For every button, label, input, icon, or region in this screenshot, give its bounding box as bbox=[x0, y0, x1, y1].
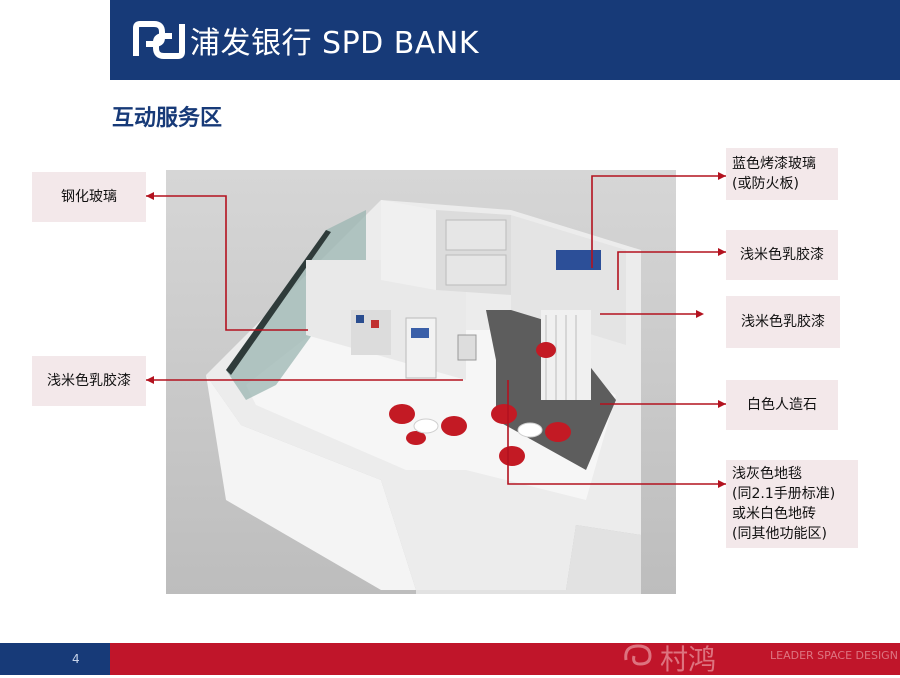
spd-bank-logo-icon bbox=[133, 21, 185, 59]
label-beige-latex-right-1: 浅米色乳胶漆 bbox=[726, 230, 838, 280]
label-text: 浅米色乳胶漆 bbox=[740, 247, 824, 263]
footer-watermark: 村鸿 LEADER SPACE DESIGN bbox=[620, 636, 898, 676]
label-text: (同2.1手册标准) bbox=[732, 486, 836, 502]
label-blue-glass: 蓝色烤漆玻璃 (或防火板) bbox=[726, 148, 838, 200]
label-text: 钢化玻璃 bbox=[61, 189, 117, 205]
label-text: 浅米色乳胶漆 bbox=[47, 373, 131, 389]
interior-rendering bbox=[166, 170, 676, 594]
page-title: 互动服务区 bbox=[112, 106, 223, 131]
page-number: 4 bbox=[0, 643, 110, 675]
label-beige-latex-left: 浅米色乳胶漆 bbox=[32, 356, 146, 406]
label-tempered-glass: 钢化玻璃 bbox=[32, 172, 146, 222]
footer-band bbox=[110, 643, 900, 675]
brand-name: 浦发银行 SPD BANK bbox=[190, 26, 480, 61]
watermark-brand-cn: 村鸿 bbox=[660, 643, 717, 676]
header-band: 浦发银行 SPD BANK bbox=[110, 0, 900, 80]
label-text: 蓝色烤漆玻璃 bbox=[732, 156, 816, 172]
label-text: 白色人造石 bbox=[747, 397, 817, 413]
label-text: (同其他功能区) bbox=[732, 526, 827, 542]
label-text: 浅米色乳胶漆 bbox=[741, 314, 825, 330]
label-white-stone: 白色人造石 bbox=[726, 380, 838, 430]
label-text: 浅灰色地毯 bbox=[732, 466, 802, 482]
label-beige-latex-right-2: 浅米色乳胶漆 bbox=[726, 296, 840, 348]
watermark-brand-en: LEADER SPACE DESIGN bbox=[770, 649, 898, 662]
label-floor: 浅灰色地毯 (同2.1手册标准) 或米白色地砖 (同其他功能区) bbox=[726, 460, 858, 548]
watermark-logo-icon bbox=[624, 644, 652, 666]
label-text: (或防火板) bbox=[732, 176, 799, 192]
room-rendering-graphic bbox=[166, 170, 676, 594]
label-text: 或米白色地砖 bbox=[732, 506, 816, 522]
